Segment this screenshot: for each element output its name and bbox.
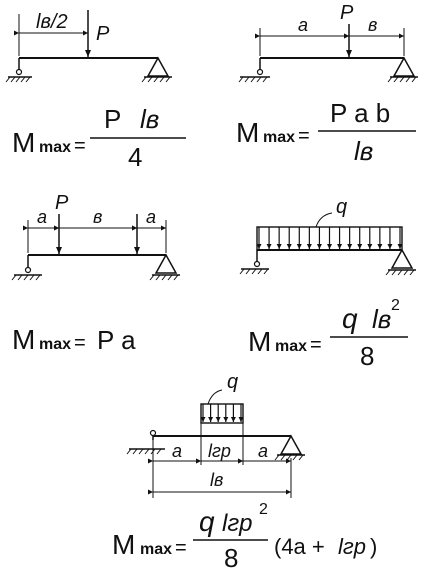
diagram-2-offset-point-load: a в P bbox=[238, 2, 418, 83]
formula-subscript: max bbox=[263, 129, 295, 146]
load-label-q: q bbox=[227, 371, 238, 393]
formula-lhs: M bbox=[12, 324, 35, 355]
formula-lhs: M bbox=[12, 127, 35, 158]
load-label-p: P bbox=[96, 23, 110, 45]
dim-label-b: в bbox=[368, 15, 377, 35]
pin-support-left bbox=[5, 58, 32, 83]
pin-support-left bbox=[126, 429, 165, 455]
triangle-support-right bbox=[387, 56, 418, 83]
formula-equals: = bbox=[175, 537, 187, 559]
diagram-4-uniform-load: q bbox=[239, 196, 416, 276]
formula-equals: = bbox=[74, 332, 86, 354]
formula-num-q: q bbox=[199, 506, 215, 537]
diagram-5-partial-uniform-load: q a lгр a lв bbox=[126, 371, 305, 498]
formula-2: M max = P a b lв bbox=[236, 98, 416, 166]
formula-3: M max = P a bbox=[12, 324, 136, 355]
dim-label-a: a bbox=[298, 15, 308, 35]
formula-paren-close: ) bbox=[370, 534, 377, 559]
formula-rhs: P a bbox=[97, 325, 136, 355]
dimension-half-span: lв/2 bbox=[14, 11, 88, 56]
formula-num-q: q bbox=[342, 303, 358, 334]
formula-num-l: lгр bbox=[222, 510, 253, 537]
formula-lhs: M bbox=[248, 326, 271, 357]
pin-support-left bbox=[238, 58, 270, 83]
formula-num-l: lв bbox=[140, 104, 159, 134]
load-label-q: q bbox=[336, 196, 347, 218]
formula-lhs: M bbox=[236, 117, 259, 148]
dim-label-b: в bbox=[93, 207, 102, 227]
formula-paren-open: (4a + bbox=[274, 534, 325, 559]
formula-denominator: 4 bbox=[128, 142, 142, 172]
load-leader bbox=[315, 212, 333, 228]
formula-subscript: max bbox=[140, 541, 172, 558]
dim-label-a-right: a bbox=[146, 207, 156, 227]
load-leader bbox=[207, 389, 223, 405]
triangle-support-right bbox=[274, 434, 305, 461]
formula-1: M max = P lв 4 bbox=[12, 104, 186, 172]
diagram-1-center-point-load: lв/2 P bbox=[5, 10, 172, 83]
load-label-p: P bbox=[340, 2, 354, 24]
formula-5: M max = q lгр 2 8 (4a + lгр ) bbox=[112, 501, 377, 571]
dim-label-a-right: a bbox=[258, 441, 268, 461]
formula-4: M max = q lв 2 8 bbox=[248, 297, 408, 371]
formula-subscript: max bbox=[275, 338, 307, 355]
dim-label-a-left: a bbox=[172, 441, 182, 461]
dim-label-a-left: a bbox=[37, 207, 47, 227]
pin-support-left bbox=[239, 250, 269, 275]
triangle-support-right bbox=[141, 56, 172, 83]
formula-lhs: M bbox=[112, 529, 135, 560]
formula-denominator: 8 bbox=[360, 341, 374, 371]
load-label-p: P bbox=[55, 192, 69, 214]
pin-support-left bbox=[11, 255, 42, 281]
formula-exponent: 2 bbox=[259, 501, 268, 518]
formula-subscript: max bbox=[39, 336, 71, 353]
formula-num-p: P bbox=[104, 104, 121, 134]
dim-label-lb: lв bbox=[210, 470, 223, 490]
formula-equals: = bbox=[310, 334, 322, 356]
dimensions-a-b-a: a в a bbox=[23, 207, 167, 253]
formula-denominator: lв bbox=[354, 136, 373, 166]
dim-label-lgr: lгр bbox=[208, 441, 231, 461]
distributed-load-block bbox=[200, 403, 244, 424]
triangle-support-right bbox=[149, 253, 180, 281]
formula-equals: = bbox=[74, 135, 86, 157]
dim-label-lb-half: lв/2 bbox=[36, 11, 68, 33]
dimensions-a-b: a в bbox=[255, 15, 405, 56]
distributed-load-arrows bbox=[256, 227, 403, 249]
diagram-3-two-point-loads: a в a P bbox=[11, 192, 180, 281]
triangle-support-right bbox=[385, 248, 416, 276]
formula-equals: = bbox=[298, 125, 310, 147]
formula-denominator: 8 bbox=[224, 543, 238, 571]
formula-numerator: P a b bbox=[330, 98, 390, 128]
distributed-load-arrows bbox=[200, 404, 244, 422]
dimensions-a-lgr-a: a lгр a lв bbox=[148, 423, 292, 498]
formula-paren-l: lгр bbox=[338, 534, 366, 559]
formula-subscript: max bbox=[39, 139, 71, 156]
formula-exponent: 2 bbox=[391, 297, 400, 314]
formula-num-l: lв bbox=[372, 304, 391, 334]
